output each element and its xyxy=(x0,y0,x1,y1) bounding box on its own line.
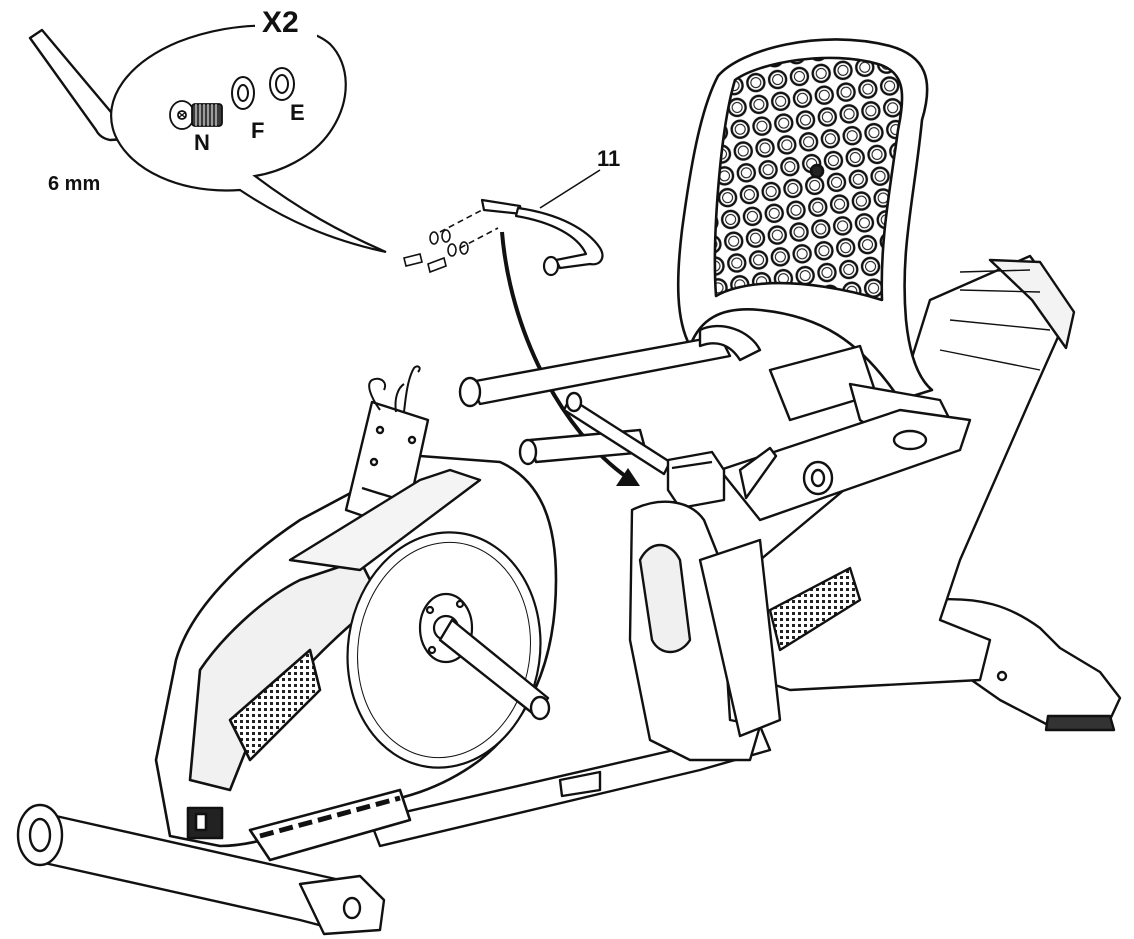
crank-arm xyxy=(438,618,551,721)
flat-washer-icon xyxy=(269,67,295,101)
part-f-label: F xyxy=(251,118,265,143)
seat-rail xyxy=(628,500,782,762)
exploded-hardware xyxy=(403,209,499,274)
console-wires xyxy=(368,365,421,413)
bolt-icon xyxy=(169,100,223,130)
console-mast xyxy=(288,400,482,572)
part-n-label: N xyxy=(194,130,210,155)
seat-back xyxy=(676,38,934,402)
part-number-label: 11 xyxy=(597,146,621,171)
tool-size-label: 6 mm xyxy=(48,173,101,195)
rear-stabilizer xyxy=(928,597,1122,732)
rear-frame xyxy=(758,254,1076,692)
lock-washer-icon xyxy=(231,76,255,110)
seat-assembly xyxy=(458,324,972,522)
hardware-callout-bubble xyxy=(110,8,387,254)
handlebar-11 xyxy=(480,198,604,277)
callout-11-leader xyxy=(539,169,601,209)
part-e-label: E xyxy=(290,100,305,125)
quantity-label: X2 xyxy=(262,6,299,39)
main-frame-beam xyxy=(368,724,772,848)
handlebar-mount-bracket xyxy=(666,450,726,510)
front-stabilizer xyxy=(16,803,386,936)
